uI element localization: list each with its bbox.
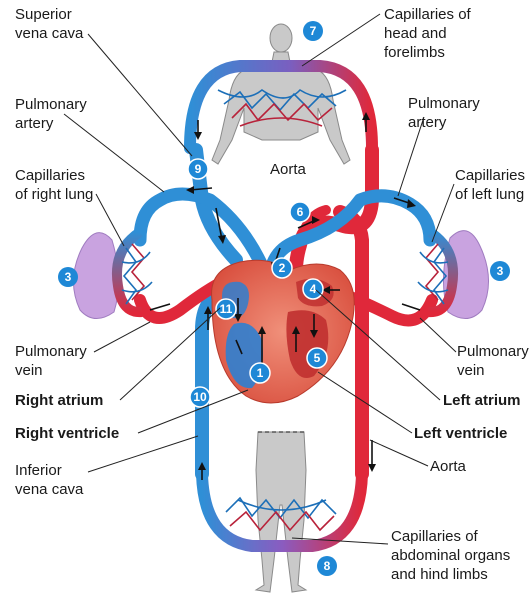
label-pulmonary-artery-right-side: Pulmonary artery [15,96,87,132]
pulmonary-arteries [133,187,437,292]
svg-text:Pulmonary: Pulmonary [457,343,529,360]
svg-text:6: 6 [297,205,304,219]
step-badge-10: 10 [189,386,211,408]
lower-body-silhouette [254,431,308,593]
right-lung [72,232,120,319]
svg-text:Superior: Superior [15,6,72,23]
step-badge-5: 5 [306,347,328,369]
svg-text:Capillaries: Capillaries [455,167,525,184]
svg-text:artery: artery [15,115,54,132]
svg-text:7: 7 [310,24,317,38]
step-badge-8: 8 [317,556,337,576]
svg-text:of right lung: of right lung [15,186,93,203]
svg-text:forelimbs: forelimbs [384,44,445,61]
upper-body-silhouette [211,23,351,165]
label-right-atrium: Right atrium [15,392,103,409]
label-capillaries-abdominal: Capillaries of abdominal organs and hind… [391,528,510,583]
svg-text:of left lung: of left lung [455,186,524,203]
step-badge-2: 2 [271,257,293,279]
svg-text:Capillaries of: Capillaries of [391,528,479,545]
step-badge-4: 4 [302,278,324,300]
step-badge-1: 1 [249,362,271,384]
svg-text:2: 2 [279,261,286,275]
label-aorta-top: Aorta [270,161,307,178]
step-badge-9: 9 [187,158,209,180]
label-pulmonary-vein-left-side: Pulmonary vein [457,343,529,379]
svg-text:abdominal organs: abdominal organs [391,547,510,564]
svg-text:Pulmonary: Pulmonary [408,95,480,112]
svg-text:8: 8 [324,559,331,573]
step-badge-6: 6 [289,201,311,223]
step-badge-3-left: 3 [490,261,510,281]
label-right-ventricle: Right ventricle [15,425,119,442]
label-capillaries-head: Capillaries of head and forelimbs [384,6,472,61]
abdominal-capillary-bed [196,468,368,552]
right-lung-capillaries [112,227,153,318]
label-left-ventricle: Left ventricle [414,425,507,442]
label-inferior-vena-cava: Inferior vena cava [15,462,84,498]
label-capillaries-right-lung: Capillaries of right lung [15,167,93,203]
label-aorta-bottom: Aorta [430,458,467,475]
svg-text:10: 10 [193,390,207,404]
svg-text:vena cava: vena cava [15,25,84,42]
svg-text:vena cava: vena cava [15,481,84,498]
svg-text:Capillaries of: Capillaries of [384,6,472,23]
svg-text:artery: artery [408,114,447,131]
svg-text:3: 3 [497,264,504,278]
label-pulmonary-vein-right-side: Pulmonary vein [15,343,87,379]
step-badge-3-right: 3 [58,267,78,287]
svg-text:5: 5 [314,351,321,365]
step-badge-11: 11 [215,298,237,320]
svg-text:1: 1 [257,366,264,380]
svg-text:head and: head and [384,25,447,42]
svg-text:3: 3 [65,270,72,284]
svg-text:4: 4 [310,282,317,296]
label-superior-vena-cava: Superior vena cava [15,6,84,42]
left-lung-capillaries [417,227,458,318]
svg-text:9: 9 [195,162,202,176]
svg-text:11: 11 [220,302,233,316]
leader-lines [63,13,457,545]
label-capillaries-left-lung: Capillaries of left lung [455,167,525,203]
svg-text:Pulmonary: Pulmonary [15,343,87,360]
svg-text:vein: vein [457,362,485,379]
svg-text:vein: vein [15,362,43,379]
svg-text:Inferior: Inferior [15,462,62,479]
svg-text:Capillaries: Capillaries [15,167,85,184]
label-left-atrium: Left atrium [443,392,521,409]
label-pulmonary-artery-left-side: Pulmonary artery [408,95,480,131]
svg-text:and hind limbs: and hind limbs [391,566,488,583]
head-capillary-bed [184,60,378,154]
step-badge-7: 7 [303,21,323,41]
svg-text:Pulmonary: Pulmonary [15,96,87,113]
